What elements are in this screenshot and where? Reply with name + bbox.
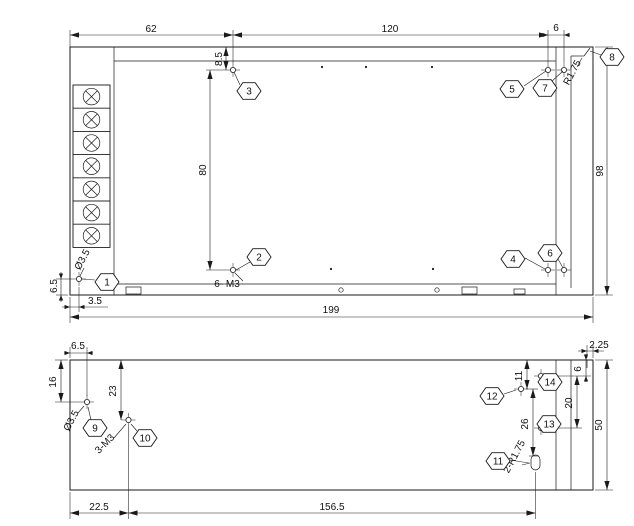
- balloon-6-number: 6: [547, 249, 553, 260]
- top-view: 62 120 6 8.5 80 98 199 3.5 6.5 Ø3.5 6- M…: [49, 23, 625, 323]
- balloon-6: 6: [537, 244, 563, 262]
- dim-hole-top-offset: 8.5: [214, 52, 225, 66]
- hole-bottom-right-inner: [540, 262, 556, 278]
- dim-foot-x: 22.5: [89, 502, 109, 513]
- top-dimension-lines: [56, 30, 613, 323]
- dim-hole-spacing-right: 20: [564, 397, 575, 409]
- hole-a: [79, 394, 95, 410]
- hole-top-right-inner: [540, 62, 556, 78]
- dim-body-height: 98: [595, 165, 606, 177]
- balloon-3: 3: [236, 82, 262, 100]
- balloon-13: 13: [536, 415, 562, 433]
- dim-hole-a-y: 16: [48, 376, 59, 388]
- dim-slot-top: 6: [573, 366, 584, 372]
- hole-top-left: [225, 62, 241, 78]
- dim-corner-hole-x: 3.5: [88, 296, 102, 307]
- dim-hole-spacing-mid: 26: [520, 418, 531, 430]
- balloon-4-number: 4: [510, 255, 516, 266]
- dim-hole-b-y: 23: [108, 385, 119, 397]
- balloon-13-number: 13: [543, 420, 555, 431]
- dim-corner-hole-y: 6.5: [49, 279, 60, 293]
- dim-hole-a-x: 6.5: [71, 341, 85, 352]
- bottom-view: 6.5 16 23 Ø3.5 3-M3 2.25 6 11 20 26 50 2…: [48, 340, 613, 519]
- balloon-8: 8: [599, 48, 625, 66]
- balloon-11: 11: [485, 452, 511, 470]
- terminal-screw: [72, 107, 111, 132]
- balloon-9-number: 9: [92, 424, 98, 435]
- label-tapped-holes: 6- M3: [214, 279, 240, 290]
- balloon-2: 2: [246, 248, 272, 266]
- hole-bottom-left: [225, 262, 241, 278]
- dim-bottom-body-height: 50: [594, 419, 605, 431]
- terminal-screw: [72, 223, 111, 248]
- dim-body-width: 199: [323, 305, 340, 316]
- hole-c: [513, 381, 529, 397]
- hole-bottom-right-outer: [556, 262, 572, 278]
- dim-span-left: 62: [145, 24, 157, 35]
- balloon-14: 14: [537, 373, 563, 391]
- dim-lip-offset: 2.25: [589, 340, 609, 351]
- balloon-5-number: 5: [509, 85, 515, 96]
- balloon-10: 10: [132, 429, 158, 447]
- bottom-mounting-holes: [79, 368, 549, 436]
- balloon-1: 1: [94, 273, 120, 291]
- top-mounting-holes: [71, 62, 572, 287]
- balloon-11-number: 11: [493, 457, 504, 468]
- balloon-5: 5: [499, 80, 525, 98]
- dim-foot-spacing: 156.5: [319, 502, 344, 513]
- terminal-screw: [72, 154, 111, 179]
- balloon-10-number: 10: [139, 434, 151, 445]
- balloon-1-number: 1: [104, 278, 110, 289]
- terminal-screw: [72, 84, 111, 109]
- dim-span-mid: 120: [382, 24, 399, 35]
- balloon-12: 12: [479, 387, 505, 405]
- balloon-4: 4: [500, 250, 526, 268]
- balloon-12-number: 12: [486, 392, 498, 403]
- balloon-3-number: 3: [246, 87, 252, 98]
- balloon-2-number: 2: [256, 253, 262, 264]
- bottom-dimension-lines: [55, 345, 613, 519]
- label-corner-hole-dia: Ø3.5: [73, 247, 93, 272]
- dim-span-right: 6: [553, 23, 559, 34]
- balloon-14-number: 14: [544, 378, 556, 389]
- dim-hole-c-y: 11: [514, 370, 525, 381]
- balloon-7: 7: [532, 79, 558, 97]
- hole-b: [121, 412, 136, 428]
- balloon-9: 9: [82, 419, 108, 437]
- top-balloon-leaders: [81, 50, 602, 281]
- balloon-7-number: 7: [542, 84, 548, 95]
- terminal-block: [72, 84, 111, 248]
- terminal-screw: [72, 200, 111, 225]
- terminal-screw: [72, 131, 111, 155]
- dim-hole-row-spacing: 80: [198, 164, 209, 176]
- terminal-screw: [72, 177, 111, 202]
- flange-notch: [530, 454, 541, 471]
- bottom-balloon-leaders: [87, 376, 544, 464]
- balloon-8-number: 8: [609, 53, 615, 64]
